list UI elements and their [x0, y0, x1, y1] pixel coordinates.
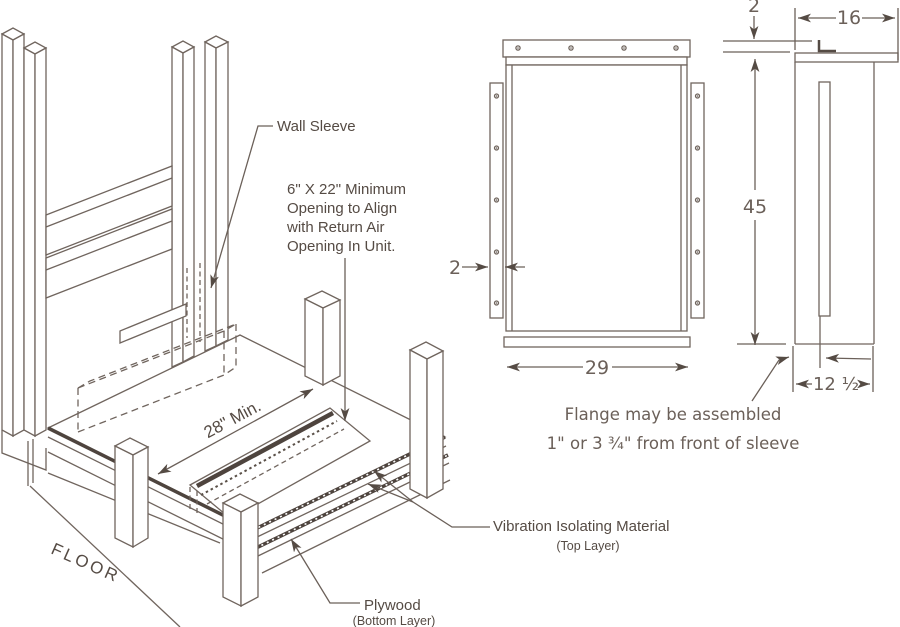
opening-note-line-2: Opening to Align — [287, 200, 397, 217]
flange-note-line-1: Flange may be assembled — [565, 405, 782, 424]
top-flange-bar — [502, 39, 691, 58]
dim-height-45-value: 45 — [743, 196, 767, 218]
front-view: 2 29 45 2 — [449, 0, 812, 379]
side-top-flange — [794, 52, 899, 63]
wall-sleeve-leader — [210, 125, 273, 289]
vibration-leader — [367, 470, 490, 528]
dim-depth-16-value: 16 — [837, 7, 861, 29]
post-back-right — [303, 290, 342, 387]
dim-width-29-value: 29 — [585, 357, 609, 379]
plywood-sublabel: (Bottom Layer) — [353, 614, 436, 627]
dim-28-line — [157, 388, 314, 475]
left-flange-holes — [493, 93, 500, 306]
isometric-view: Wall Sleeve 6" X 22" Minimum Opening to … — [0, 27, 669, 627]
dim-depth-16: 16 — [794, 7, 899, 60]
plywood-leader — [290, 538, 360, 604]
wall-base-and-floor — [1, 430, 181, 627]
right-wall-stud — [170, 35, 230, 369]
flange-position-mark — [817, 40, 836, 53]
opening-note-label: 6" X 22" Minimum Opening to Align with R… — [286, 181, 406, 255]
opening-note-line-1: 6" X 22" Minimum — [287, 181, 406, 198]
vibration-sublabel: (Top Layer) — [556, 539, 619, 553]
sleeve-body-front — [505, 64, 688, 332]
dim-depth-12half-value: 12 ½ — [813, 374, 859, 395]
dim-width-29: 29 — [507, 357, 688, 379]
flange-note-leader — [751, 356, 790, 402]
dim-top-offset: 2 — [748, 0, 760, 39]
flange-note-line-2: 1" or 3 ¾" from front of sleeve — [547, 434, 800, 453]
sleeve-top-rail — [505, 56, 688, 66]
post-right — [408, 341, 445, 500]
top-flange-holes — [515, 45, 679, 51]
right-flange-holes — [694, 93, 701, 306]
sleeve-bottom-rail — [503, 336, 691, 348]
sleeve-sill-piece — [119, 303, 187, 344]
dim-flange-thickness-value: 2 — [449, 257, 461, 279]
blocking-rails — [45, 165, 173, 299]
dim-flange-thickness: 2 — [449, 257, 525, 279]
vibration-label: Vibration Isolating Material — [493, 518, 669, 535]
opening-note-line-3: with Return Air — [286, 219, 385, 236]
dim-depth-12half: 12 ½ — [792, 346, 874, 395]
sleeve-hidden-verticals — [186, 263, 201, 342]
wall-sleeve-label: Wall Sleeve — [277, 118, 356, 135]
flange-position-arrow — [825, 353, 872, 363]
side-view: 16 12 ½ Flange may be assembled 1" or 3 … — [547, 7, 899, 453]
floor-edge-line — [29, 485, 181, 627]
plywood-label: Plywood — [364, 597, 421, 614]
dim-height-45: 45 — [723, 40, 812, 345]
left-wall-stud — [0, 27, 48, 438]
opening-note-line-4: Opening In Unit. — [287, 238, 395, 255]
corner-posts — [113, 290, 445, 608]
internal-flange-slot — [818, 81, 831, 317]
dim-top-offset-value: 2 — [748, 0, 760, 17]
post-front-left — [113, 437, 150, 549]
post-front-center — [221, 493, 260, 608]
